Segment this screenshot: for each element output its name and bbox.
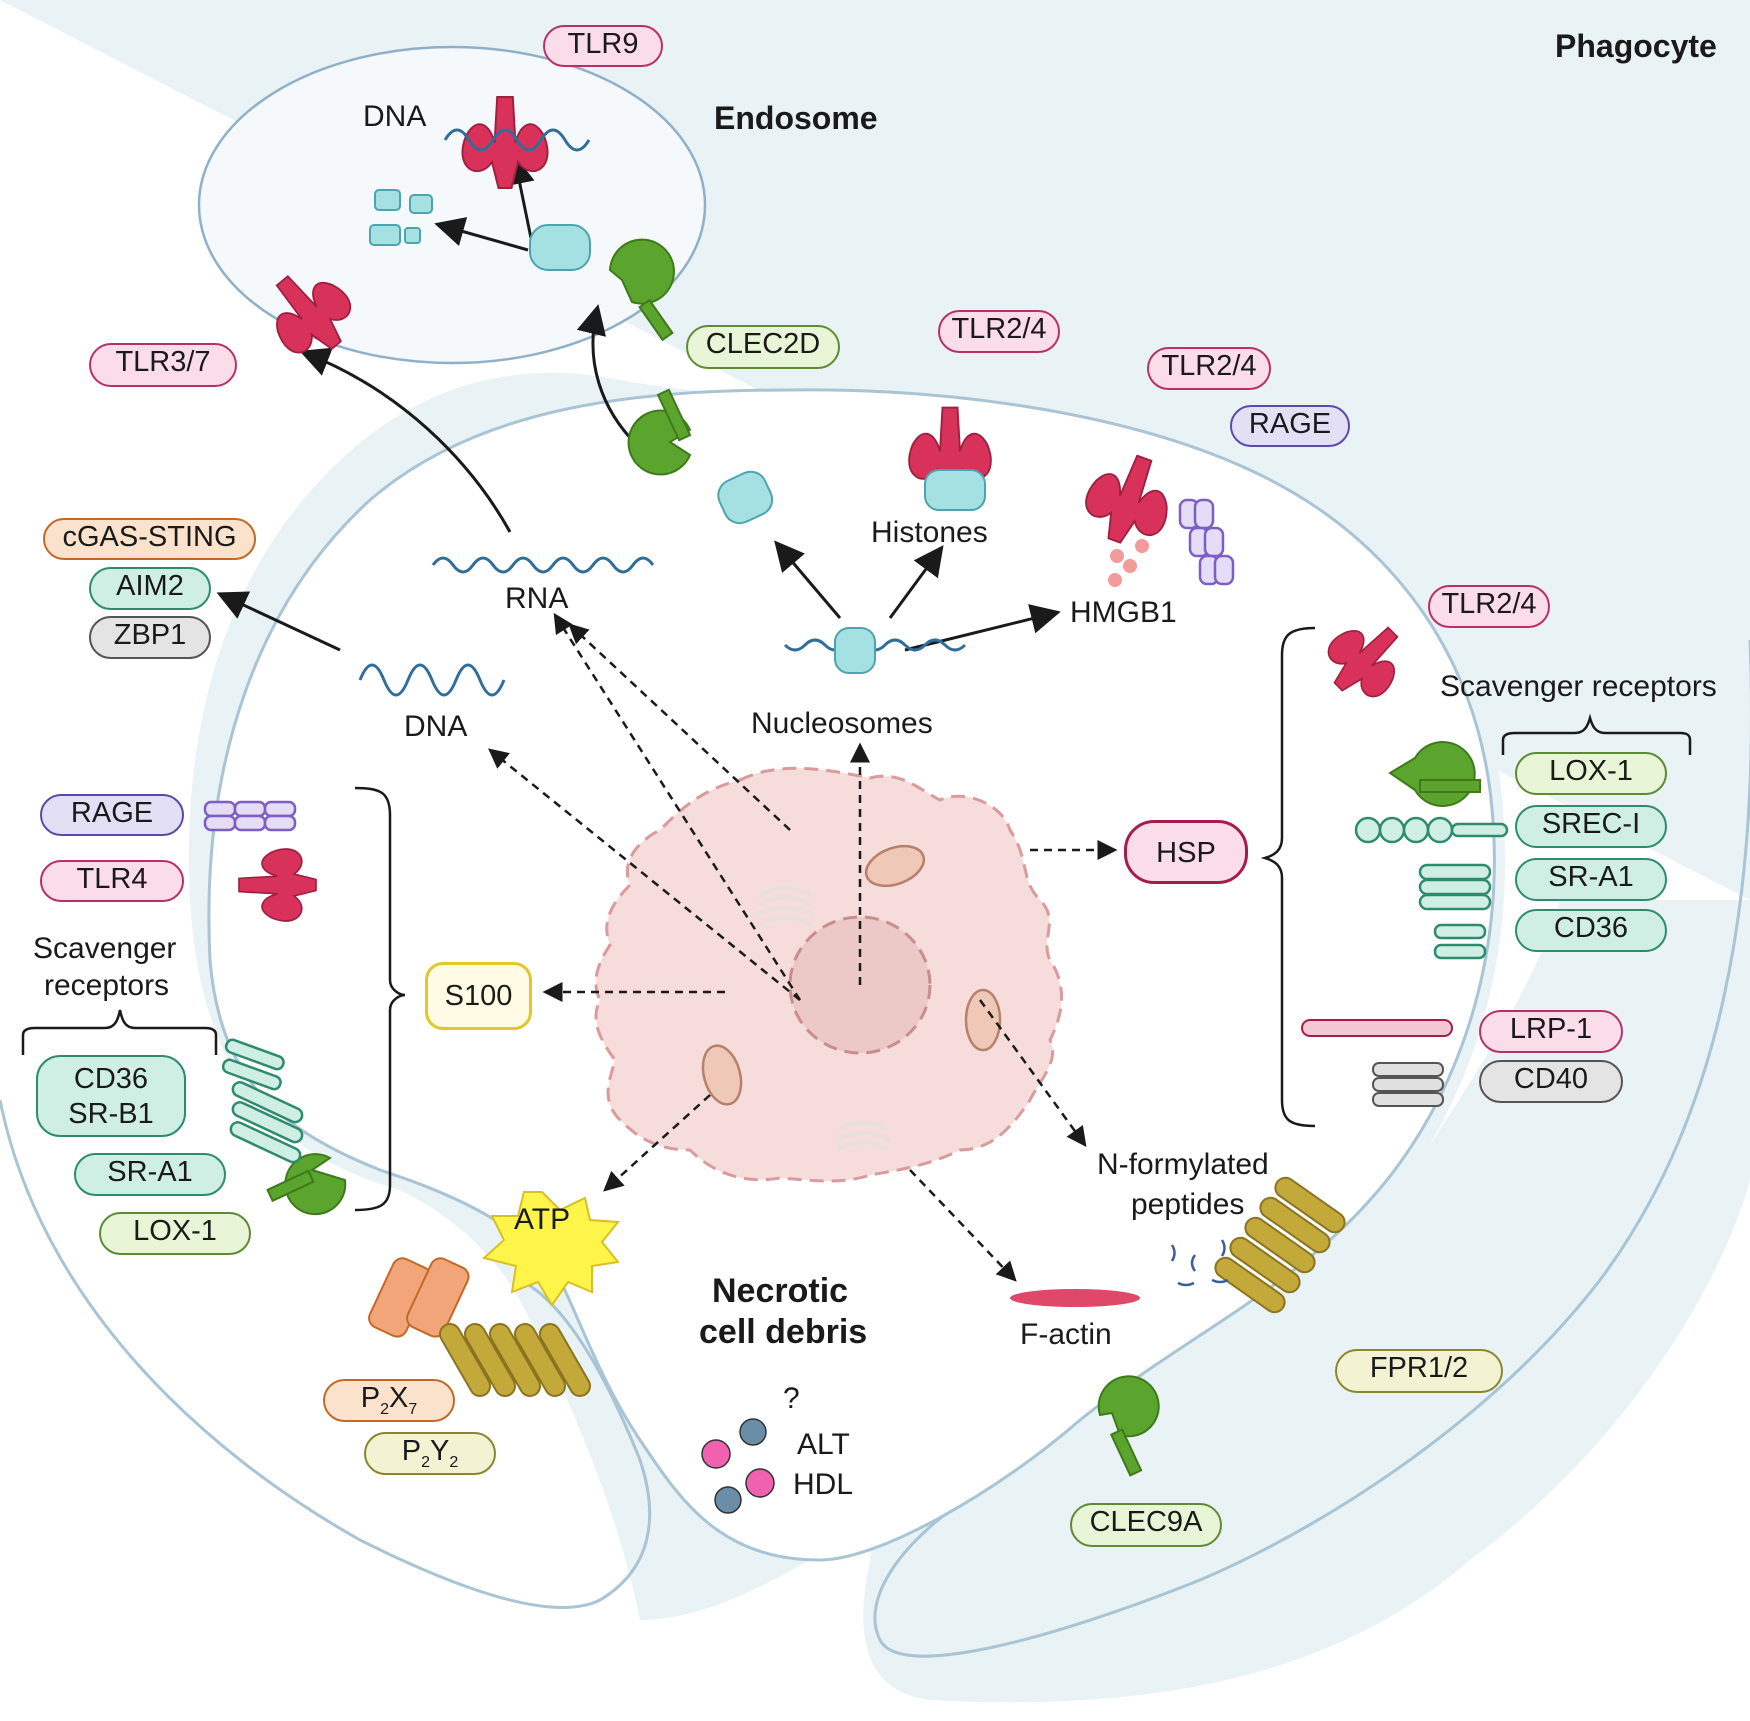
label-nucleosomes: Nucleosomes — [751, 707, 933, 740]
atp-burst — [481, 1191, 620, 1307]
pill-cd36-srb1-line1: CD36 — [73, 1063, 149, 1095]
label-hmgb1: HMGB1 — [1070, 596, 1177, 629]
pill-sr-a1-left: SR-A1 — [74, 1153, 226, 1196]
label-nformyl-1: N-formylated — [1097, 1148, 1269, 1181]
pill-cgas-sting: cGAS-STING — [43, 518, 256, 560]
rage-receptors — [203, 498, 1235, 832]
pill-lrp-1: LRP-1 — [1479, 1010, 1623, 1053]
nucleosomes-icons — [369, 189, 986, 674]
golgi-apparatus — [755, 885, 891, 1152]
pill-cd36-srb1: CD36 SR-B1 — [36, 1055, 186, 1137]
f-actin-icon — [1010, 1289, 1140, 1307]
label-dna-endosome: DNA — [363, 100, 427, 133]
necrotic-title-line1: Necrotic — [712, 1272, 849, 1310]
label-alt: ALT — [797, 1428, 850, 1461]
phagocyte-title: Phagocyte — [1555, 28, 1717, 64]
lrp1-cd40-icons — [1301, 1019, 1453, 1107]
pill-fpr1-2: FPR1/2 — [1335, 1349, 1503, 1393]
necrotic-title-line2: cell debris — [699, 1313, 868, 1351]
pill-cd40: CD40 — [1479, 1060, 1623, 1103]
pill-tlr2-4-right: TLR2/4 — [1428, 585, 1550, 628]
pill-p2y2: P2Y2 — [364, 1432, 496, 1475]
label-scavenger-left-2: receptors — [44, 969, 170, 1002]
p2x7-base: P — [360, 1382, 381, 1414]
phagocyte-outer-membrane-right — [873, 640, 1750, 1658]
label-nformyl-2: peptides — [1131, 1188, 1245, 1221]
pill-hsp: HSP — [1124, 820, 1248, 884]
gpcr-icons — [439, 1176, 1346, 1397]
endosome-title: Endosome — [714, 100, 878, 136]
phagocyte-outer-membrane — [0, 1099, 652, 1609]
label-hdl: HDL — [793, 1468, 854, 1501]
dashed-arrows — [488, 612, 1118, 1282]
p2x7-mid: X — [389, 1382, 409, 1414]
pill-p2x7: P2X7 — [323, 1379, 455, 1422]
label-scavenger-left-1: Scavenger — [33, 932, 177, 965]
pill-aim2: AIM2 — [89, 567, 211, 610]
label-f-actin: F-actin — [1020, 1318, 1112, 1351]
p2y2-sub1: 2 — [421, 1453, 430, 1471]
pill-s100: S100 — [425, 962, 532, 1030]
pill-tlr2-4-top: TLR2/4 — [938, 310, 1060, 353]
p2y2-base: P — [401, 1435, 422, 1467]
solid-arrows — [216, 154, 1061, 652]
pill-sr-a1-right: SR-A1 — [1515, 858, 1667, 901]
mitochondria — [701, 844, 1002, 1106]
pill-lox-1-right: LOX-1 — [1515, 752, 1667, 795]
brackets — [21, 626, 1692, 1212]
pill-rage-top: RAGE — [1230, 405, 1350, 447]
label-atp: ATP — [514, 1203, 571, 1236]
clec-receptors — [266, 238, 1481, 1477]
p2x7-sub2: 7 — [408, 1400, 418, 1418]
pill-cd36-srb1-line2: SR-B1 — [68, 1097, 154, 1130]
pill-clec2d: CLEC2D — [686, 325, 840, 369]
p2x7-sub1: 2 — [380, 1400, 389, 1418]
label-dna: DNA — [404, 710, 468, 743]
pill-cd36-right: CD36 — [1515, 909, 1667, 952]
pill-tlr2-4-mid: TLR2/4 — [1147, 347, 1271, 390]
p2x7-channel-icon — [368, 1257, 470, 1338]
p2y2-sub2: 2 — [449, 1453, 459, 1471]
pill-rage-left: RAGE — [40, 794, 184, 836]
label-question: ? — [783, 1382, 800, 1415]
pill-clec9a: CLEC9A — [1070, 1503, 1222, 1547]
label-rna: RNA — [505, 582, 569, 615]
pill-tlr9: TLR9 — [543, 25, 663, 67]
pill-zbp1: ZBP1 — [89, 616, 211, 659]
scavenger-receptors — [221, 816, 1509, 1164]
endosome — [197, 45, 707, 365]
label-histones: Histones — [871, 516, 988, 549]
label-scavenger-right: Scavenger receptors — [1440, 670, 1717, 703]
p2y2-mid: Y — [430, 1435, 450, 1467]
hmgb1-dots — [1108, 539, 1149, 587]
alt-hdl-dots — [701, 1418, 775, 1514]
pill-srec-i: SREC-I — [1515, 805, 1667, 848]
pill-lox-1-left: LOX-1 — [99, 1212, 251, 1255]
pill-tlr3-7: TLR3/7 — [89, 343, 237, 387]
pill-tlr4: TLR4 — [40, 860, 184, 902]
peptide-fragments — [1170, 1239, 1229, 1287]
